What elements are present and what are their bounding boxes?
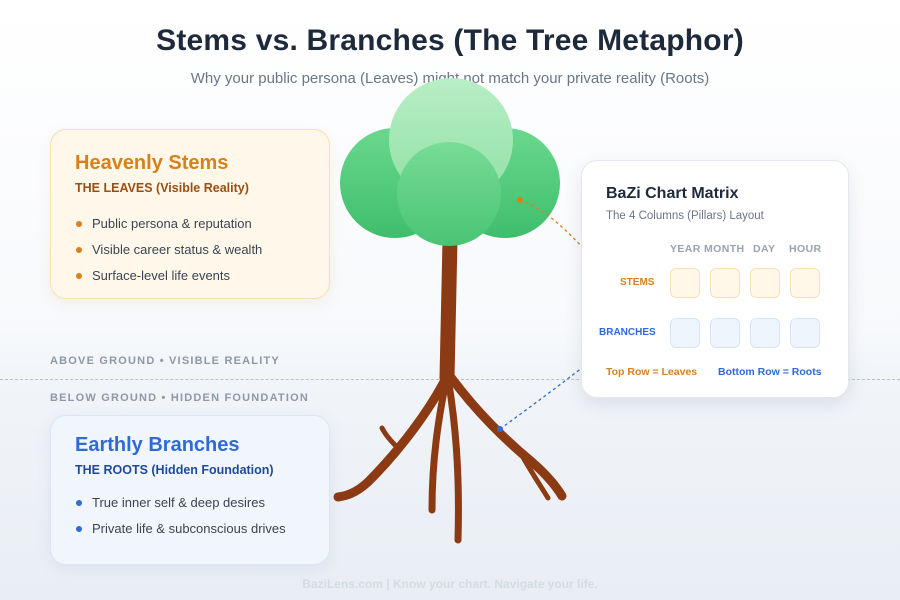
branch-cell-day	[750, 318, 780, 348]
bullet-dot-icon	[76, 500, 82, 506]
legend-bottom-row: Bottom Row = Roots	[718, 366, 822, 378]
stem-cell-year	[670, 268, 700, 298]
tree-trunk	[333, 232, 567, 544]
column-header-month: MONTH	[704, 243, 745, 255]
branches-card-title: Earthly Branches	[75, 434, 240, 456]
stems-connector	[519, 199, 619, 281]
list-item: Public persona & reputation	[75, 211, 305, 237]
branches-row-label: BRANCHES	[599, 327, 656, 338]
above-ground-label: ABOVE GROUND • VISIBLE REALITY	[50, 355, 280, 367]
footer-tagline: BaziLens.com | Know your chart. Navigate…	[302, 577, 598, 591]
tree-canopy	[340, 78, 560, 246]
branch-cell-hour	[790, 318, 820, 348]
stems-connector-dot	[517, 197, 523, 203]
column-header-hour: HOUR	[789, 243, 822, 255]
bullet-dot-icon	[76, 247, 82, 253]
earthly-branches-card: Earthly Branches THE ROOTS (Hidden Found…	[50, 415, 330, 565]
stem-cell-hour	[790, 268, 820, 298]
matrix-subtitle: The 4 Columns (Pillars) Layout	[606, 210, 764, 222]
list-item: True inner self & deep desires	[75, 490, 305, 516]
stems-bullet-list: Public persona & reputation Visible care…	[75, 211, 305, 289]
stems-card-title: Heavenly Stems	[75, 152, 229, 174]
page-title: Stems vs. Branches (The Tree Metaphor)	[156, 24, 744, 57]
bullet-dot-icon	[76, 221, 82, 227]
bazi-chart-matrix-card: BaZi Chart Matrix The 4 Columns (Pillars…	[581, 160, 849, 398]
legend-top-row: Top Row = Leaves	[606, 366, 698, 378]
column-header-day: DAY	[753, 243, 776, 255]
branch-cell-month	[710, 318, 740, 348]
column-header-year: YEAR	[670, 243, 701, 255]
stems-card-subtitle: THE LEAVES (Visible Reality)	[75, 181, 249, 195]
list-item: Visible career status & wealth	[75, 237, 305, 263]
branches-connector-dot	[497, 426, 503, 432]
heavenly-stems-card: Heavenly Stems THE LEAVES (Visible Reali…	[50, 129, 330, 299]
branch-cell-year	[670, 318, 700, 348]
list-item: Surface-level life events	[75, 263, 305, 289]
branches-card-subtitle: THE ROOTS (Hidden Foundation)	[75, 463, 274, 477]
stems-row-label: STEMS	[620, 277, 655, 288]
matrix-title: BaZi Chart Matrix	[606, 185, 739, 202]
bullet-dot-icon	[76, 526, 82, 532]
list-item: Private life & subconscious drives	[75, 516, 305, 542]
stem-cell-month	[710, 268, 740, 298]
bullet-dot-icon	[76, 273, 82, 279]
below-ground-label: BELOW GROUND • HIDDEN FOUNDATION	[50, 392, 309, 404]
stem-cell-day	[750, 268, 780, 298]
branches-bullet-list: True inner self & deep desires Private l…	[75, 490, 305, 542]
